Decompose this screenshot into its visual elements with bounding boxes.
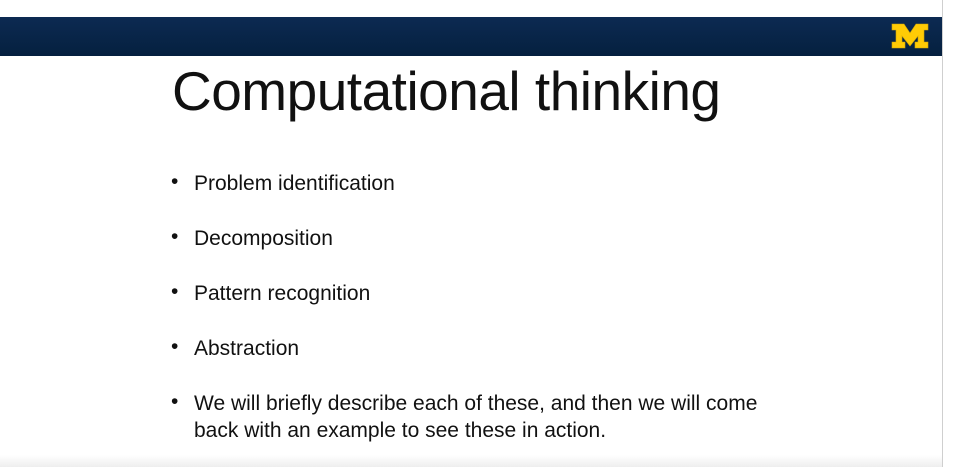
bullet-text: Decomposition	[194, 227, 333, 250]
bullet-text: Pattern recognition	[194, 282, 371, 305]
bullet-dot-icon: •	[171, 280, 179, 303]
bullet-list: • Problem identification • Decomposition…	[170, 170, 790, 444]
bullet-text: Abstraction	[194, 337, 300, 360]
bullet-item: • Decomposition	[170, 225, 790, 252]
bullet-dot-icon: •	[171, 390, 179, 413]
right-gutter	[942, 0, 975, 467]
bullet-text: We will briefly describe each of these, …	[194, 392, 758, 442]
slide-bottom-edge	[0, 455, 942, 467]
bullet-text: Problem identification	[194, 172, 395, 195]
slide-title: Computational thinking	[172, 60, 721, 122]
bullet-item: • Abstraction	[170, 335, 790, 362]
bullet-dot-icon: •	[171, 225, 179, 248]
bullet-item: • Pattern recognition	[170, 280, 790, 307]
block-m-logo-icon	[891, 23, 929, 49]
bullet-dot-icon: •	[171, 335, 179, 358]
bullet-item: • Problem identification	[170, 170, 790, 197]
header-bar	[0, 17, 942, 56]
top-margin	[0, 0, 942, 17]
bullet-dot-icon: •	[171, 170, 179, 193]
bullet-item: • We will briefly describe each of these…	[170, 390, 790, 444]
slide: Computational thinking • Problem identif…	[0, 0, 942, 467]
